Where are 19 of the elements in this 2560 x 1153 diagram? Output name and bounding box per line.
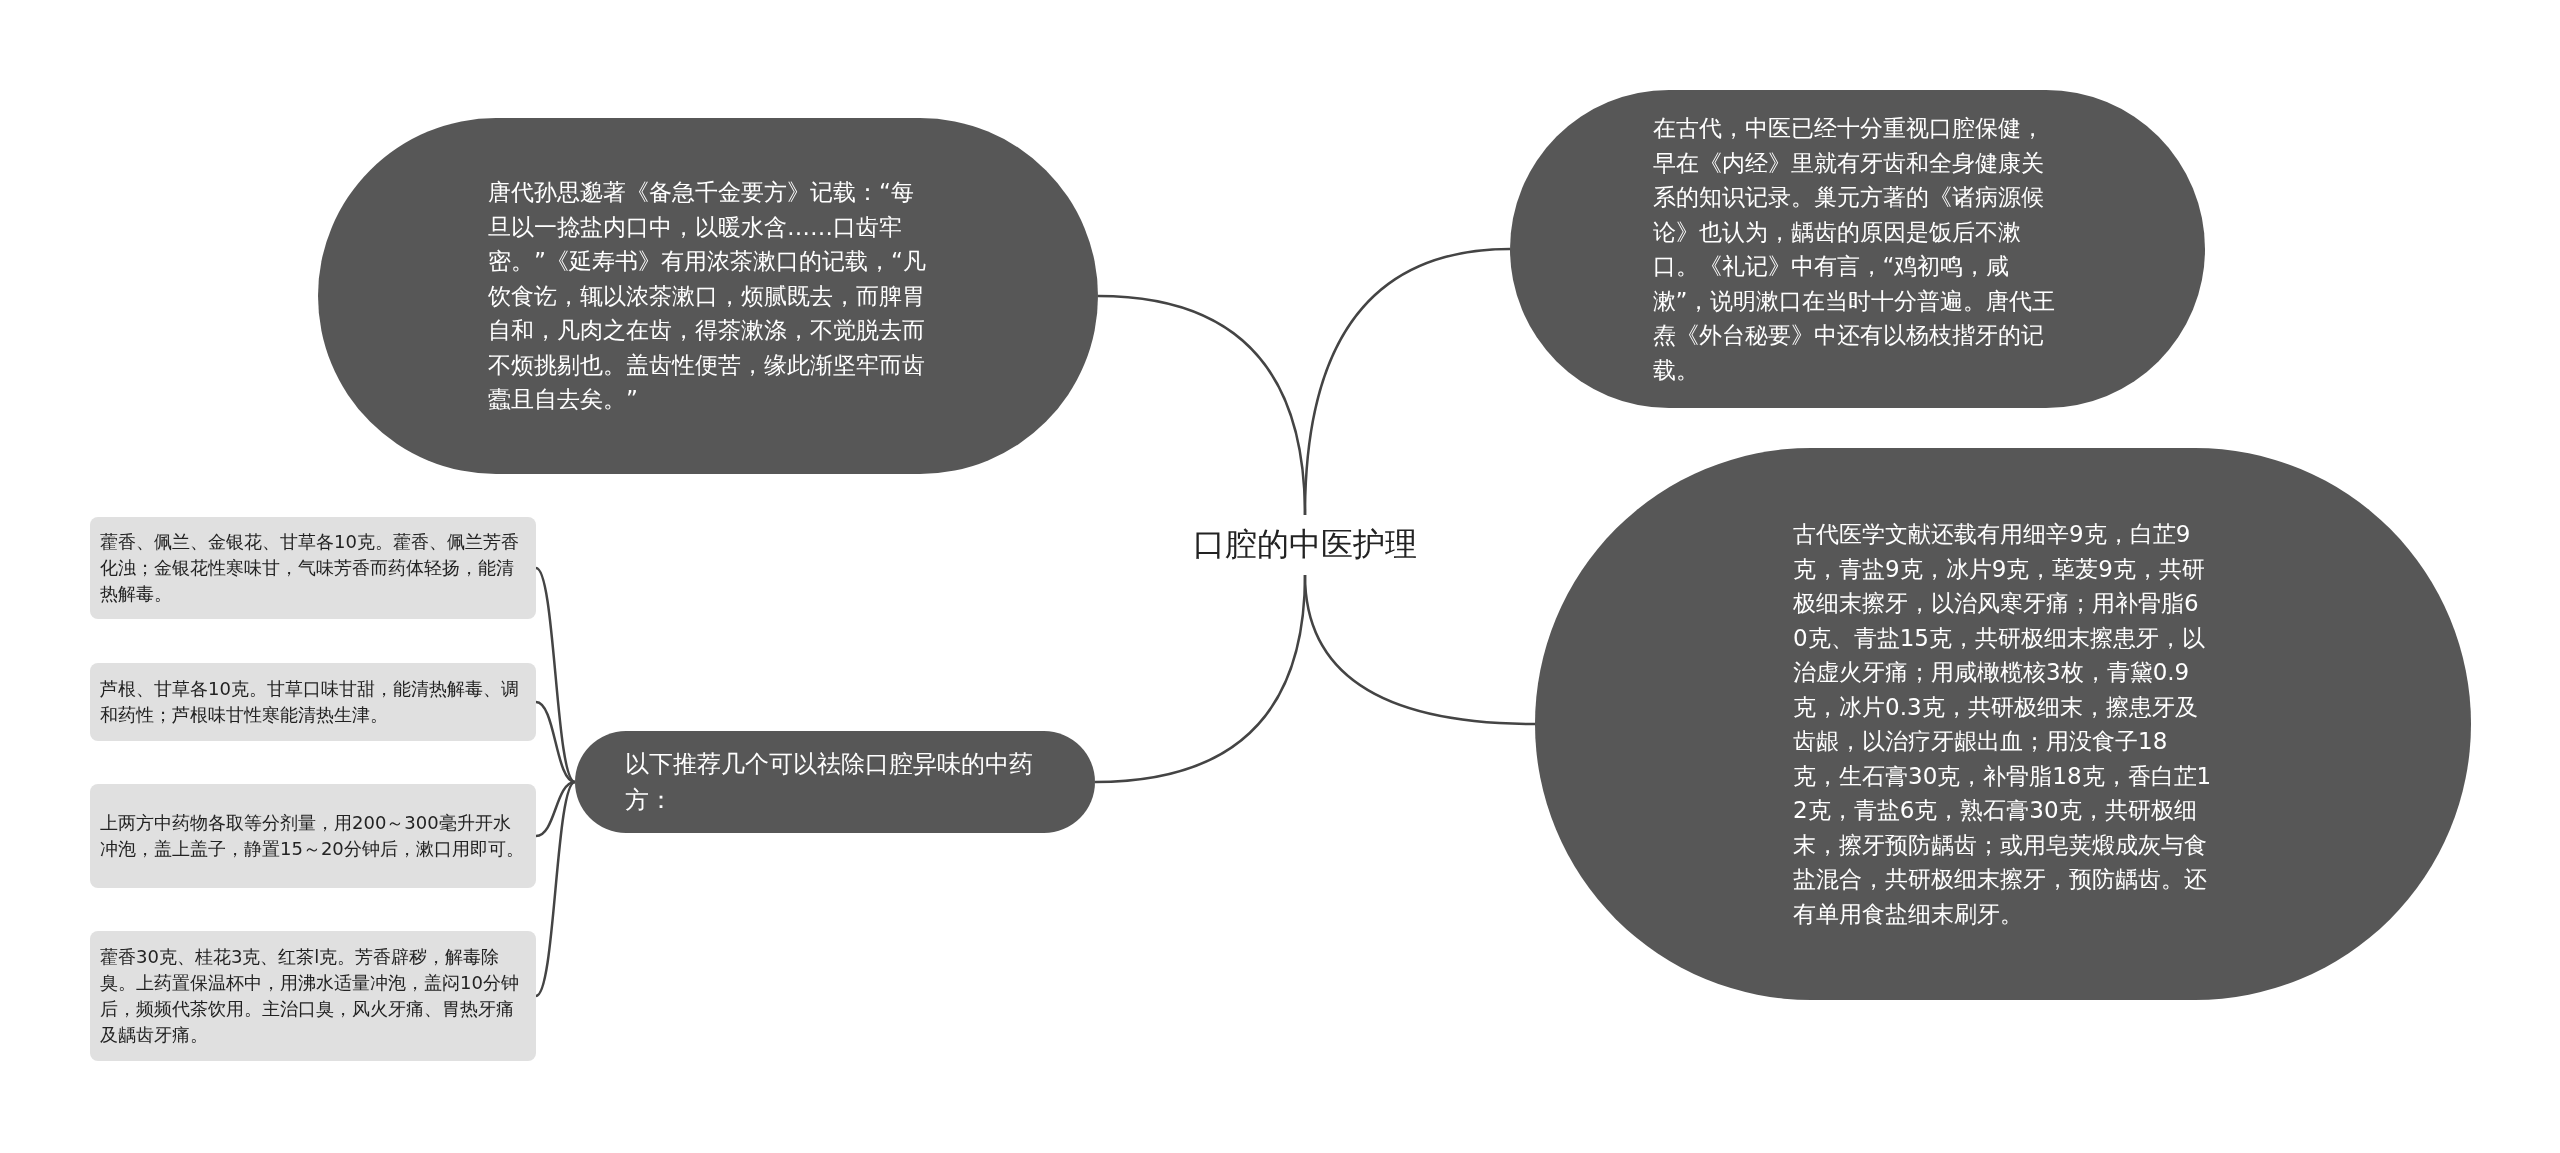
topic-text: 古代医学文献还载有用细辛9克，白芷9克，青盐9克，冰片9克，荜茇9克，共研极细末擦牙，以治风寒牙痛；用补骨脂60克、青盐15克，共研极细末擦患牙，以治虚火牙痛；用咸橄榄核3枚，青黛0.9克，冰片0.3克，共研极细末，擦患牙及齿龈，以治疗牙龈出血；用没食子18克，生石膏30克，补骨脂18克，香白芷12克，青盐6克，熟石膏30克，共研极细末，擦牙预防龋齿；或用皂荚煅成灰与食盐混合，共研极细末擦牙，预防龋齿。还有单用食盐细末刷牙。 xyxy=(1793,520,2213,929)
note-text: 藿香、佩兰、金银花、甘草各10克。藿香、佩兰芳香化浊；金银花性寒味甘，气味芳香而药体轻扬，能清热解毒。 xyxy=(100,529,520,607)
note-text: 藿香30克、桂花3克、红茶l克。芳香辟秽，解毒除臭。上药置保温杯中，用沸水适量冲泡，盖闷10分钟后，频频代茶饮用。主治口臭，风火牙痛、胃热牙痛及龋齿牙痛。 xyxy=(100,944,520,1048)
connector-line xyxy=(1303,247,1511,516)
connector-line xyxy=(535,567,576,783)
connector-line xyxy=(535,700,576,784)
connector-line xyxy=(535,781,576,997)
note-text: 芦根、甘草各10克。甘草口味甘甜，能清热解毒、调和药性；芦根味甘性寒能清热生津。 xyxy=(100,676,520,727)
note-card xyxy=(90,517,536,619)
topic-text: 以下推荐几个可以祛除口腔异味的中药方： xyxy=(625,749,1034,816)
central-topic: 口腔的中医护理 xyxy=(1160,515,1450,575)
connector-line xyxy=(1094,574,1307,784)
topic-text: 在古代，中医已经十分重视口腔保健，早在《内经》里就有牙齿和全身健康关系的知识记录。巢元方著的《诸病源候论》也认为，龋齿的原因是饭后不漱口。《礼记》中有言，“鸡初鸣，咸漱”，说明漱口在当时十分普遍。唐代王焘《外台秘要》中还有以杨枝揩牙的记载。 xyxy=(1652,114,2057,385)
note-card xyxy=(90,784,536,888)
note-card xyxy=(90,663,536,741)
topic-text: 唐代孙思邈著《备急千金要方》记载：“每旦以一捻盐内口中，以暖水含……口齿牢密。”《延寿书》有用浓茶漱口的记载，“凡饮食讫，辄以浓茶漱口，烦腻既去，而脾胃自和，凡肉之在齿，得茶漱涤，不觉脱去而不烦挑剔也。盖齿性便苦，缘此渐坚牢而齿蠹且自去矣。” xyxy=(488,178,927,415)
note-card xyxy=(90,931,536,1061)
connector-line xyxy=(535,780,576,838)
note-text: 上两方中药物各取等分剂量，用200～300毫升开水冲泡，盖上盖子，静置15～20分钟后，漱口用即可。 xyxy=(100,810,525,861)
